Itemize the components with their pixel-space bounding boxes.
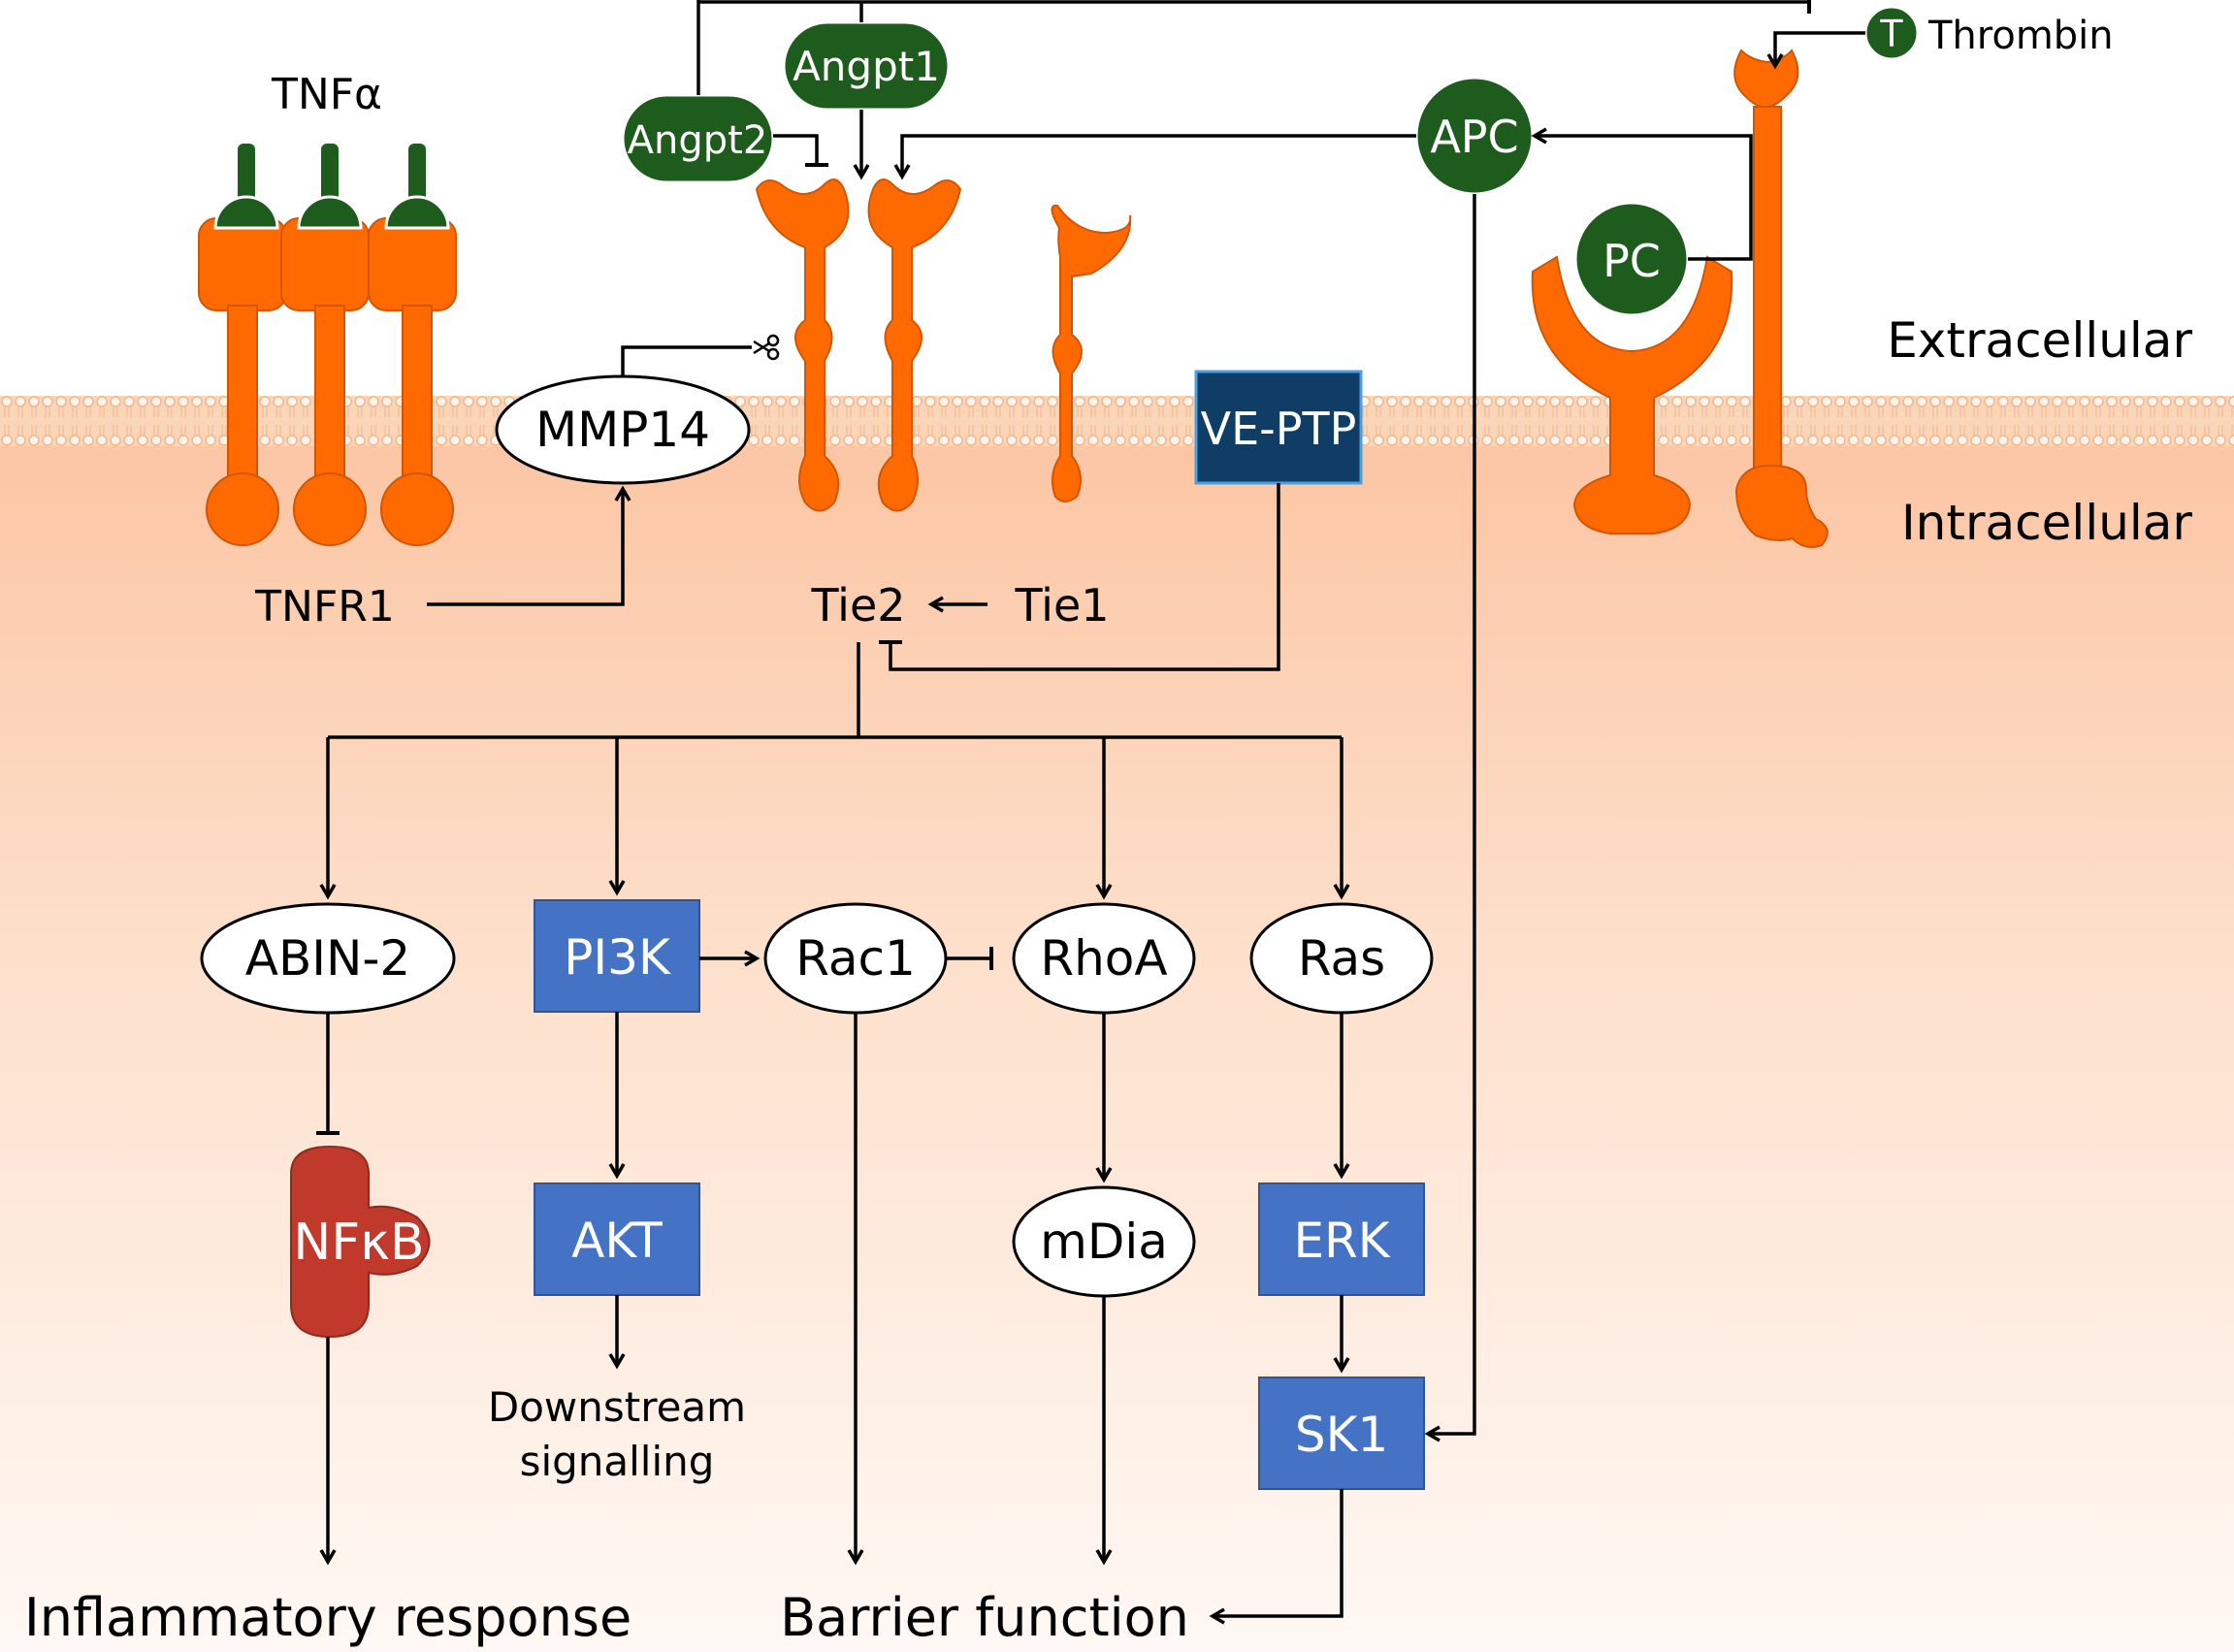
mdia-label: mDia: [1040, 1214, 1168, 1270]
tnfr1-label: TNFR1: [254, 582, 395, 632]
tnfa-ligand: [213, 144, 450, 230]
ve-ptp-node: [1194, 370, 1363, 485]
sk1-label: SK1: [1295, 1407, 1388, 1463]
thrombin-label: Thrombin: [1927, 14, 2114, 58]
tie1-receptor: [1051, 204, 1132, 502]
thrombin-symbol: T: [1879, 13, 1903, 55]
mmp14-cleave-tie2: [621, 345, 752, 376]
angpt1-node: [782, 20, 951, 112]
angpt2-label: Angpt2: [628, 118, 768, 163]
tnfr1-receptor: [198, 217, 457, 546]
sk1-node: [1258, 1377, 1425, 1490]
downstream-label-line1: Downstream: [488, 1383, 746, 1431]
apc-activate-tie2: [893, 134, 1416, 180]
membrane-lipids: [0, 396, 2234, 446]
intracellular-label: Intracellular: [1901, 495, 2192, 551]
nfkb-label: NFκB: [293, 1214, 424, 1272]
inflammatory-response-label: Inflammatory response: [24, 1587, 631, 1648]
thrombin-to-tm-arrow: [1766, 31, 1865, 70]
sk1-to-barrier: [1209, 1489, 1344, 1625]
tie2-label: Tie2: [810, 579, 905, 632]
rhoa-label: RhoA: [1040, 930, 1167, 987]
tnfr1-to-mmp14-arrow: [427, 485, 631, 606]
rac1-label: Rac1: [795, 930, 916, 987]
abin2-label: ABIN-2: [245, 930, 411, 987]
pi3k-node: [534, 899, 700, 1013]
tnfa-label: TNFα: [271, 70, 382, 119]
veptp-inhibit-tie2: [879, 483, 1280, 671]
mmp14-label: MMP14: [535, 402, 710, 458]
cytoplasm: [0, 396, 2234, 1652]
akt-label: AKT: [571, 1213, 663, 1269]
erk-label: ERK: [1293, 1213, 1390, 1269]
angpt1-label: Angpt1: [793, 43, 940, 90]
scissors-icon: [753, 334, 780, 361]
tie1-label: Tie1: [1014, 579, 1109, 632]
epcr-receptor: [1531, 255, 1733, 534]
pc-to-apc-arrow: [1531, 127, 1753, 261]
pc-label: PC: [1603, 235, 1661, 287]
barrier-function-label: Barrier function: [780, 1587, 1189, 1648]
pi3k-label: PI3K: [564, 929, 671, 986]
nfkb-node: [290, 1145, 431, 1339]
tie2-receptor: [755, 178, 962, 512]
ras-label: Ras: [1298, 930, 1385, 987]
connectors: [316, 0, 1865, 1625]
ve-ptp-label: VE-PTP: [1201, 403, 1357, 455]
erk-node: [1258, 1182, 1425, 1296]
angpt2-inhibit-tie2: [773, 134, 828, 167]
apc-label: APC: [1430, 111, 1518, 163]
downstream-label-line2: signalling: [520, 1438, 715, 1485]
apc-to-sk1-arrow: [1424, 194, 1476, 1442]
extracellular-label: Extracellular: [1887, 312, 2192, 369]
akt-node: [534, 1182, 700, 1296]
